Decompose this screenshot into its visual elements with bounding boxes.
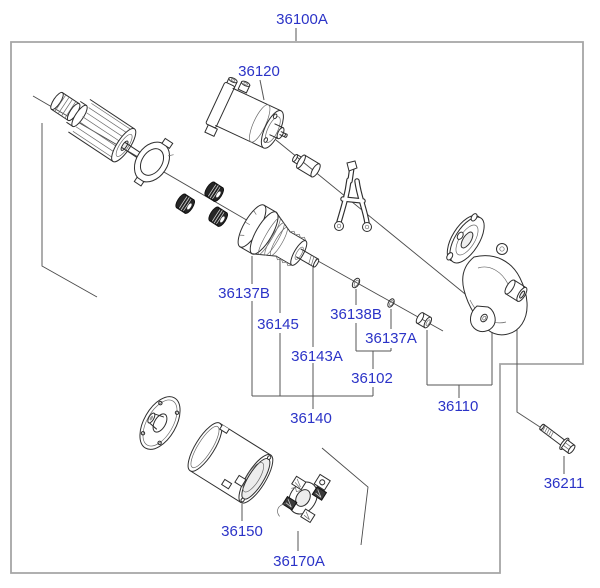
label-36102[interactable]: 36102 <box>351 370 393 387</box>
label-36110[interactable]: 36110 <box>438 398 479 415</box>
label-36137A[interactable]: 36137A <box>365 330 417 347</box>
part-number-labels: 36100A 36120 36137B 36145 36138B 36137A … <box>218 11 584 570</box>
commutator-end-gasket-drawing <box>133 137 174 187</box>
snap-ring-drawing <box>351 277 361 289</box>
plunger-drawing <box>292 153 321 178</box>
label-36170A[interactable]: 36170A <box>273 553 325 570</box>
label-36137B[interactable]: 36137B <box>218 285 270 302</box>
solenoid-drawing <box>204 76 288 149</box>
label-36145[interactable]: 36145 <box>257 316 299 333</box>
leader-lines <box>241 28 565 551</box>
knurled-nut-a-drawing <box>175 193 196 214</box>
label-36140[interactable]: 36140 <box>290 410 332 427</box>
diagram-border <box>10 41 584 574</box>
stop-collar-drawing <box>387 298 395 308</box>
label-36211[interactable]: 36211 <box>544 475 585 492</box>
mounting-bolt-drawing <box>539 423 576 454</box>
label-36143A[interactable]: 36143A <box>291 348 343 365</box>
knurled-nut-b-drawing <box>204 181 225 202</box>
label-36150[interactable]: 36150 <box>221 523 263 540</box>
rear-end-plate-drawing <box>139 396 181 450</box>
bushing-drawing <box>415 312 433 329</box>
yoke-housing-drawing <box>187 422 274 504</box>
drive-end-bracket-drawing <box>446 213 528 336</box>
clutch-pinion-drawing <box>237 204 320 268</box>
label-36120[interactable]: 36120 <box>238 63 280 80</box>
brush-holder-drawing <box>277 473 331 524</box>
knurled-nut-c-drawing <box>208 206 229 227</box>
shift-fork-drawing <box>334 160 372 232</box>
label-36100A[interactable]: 36100A <box>276 11 328 28</box>
label-36138B[interactable]: 36138B <box>330 306 382 323</box>
